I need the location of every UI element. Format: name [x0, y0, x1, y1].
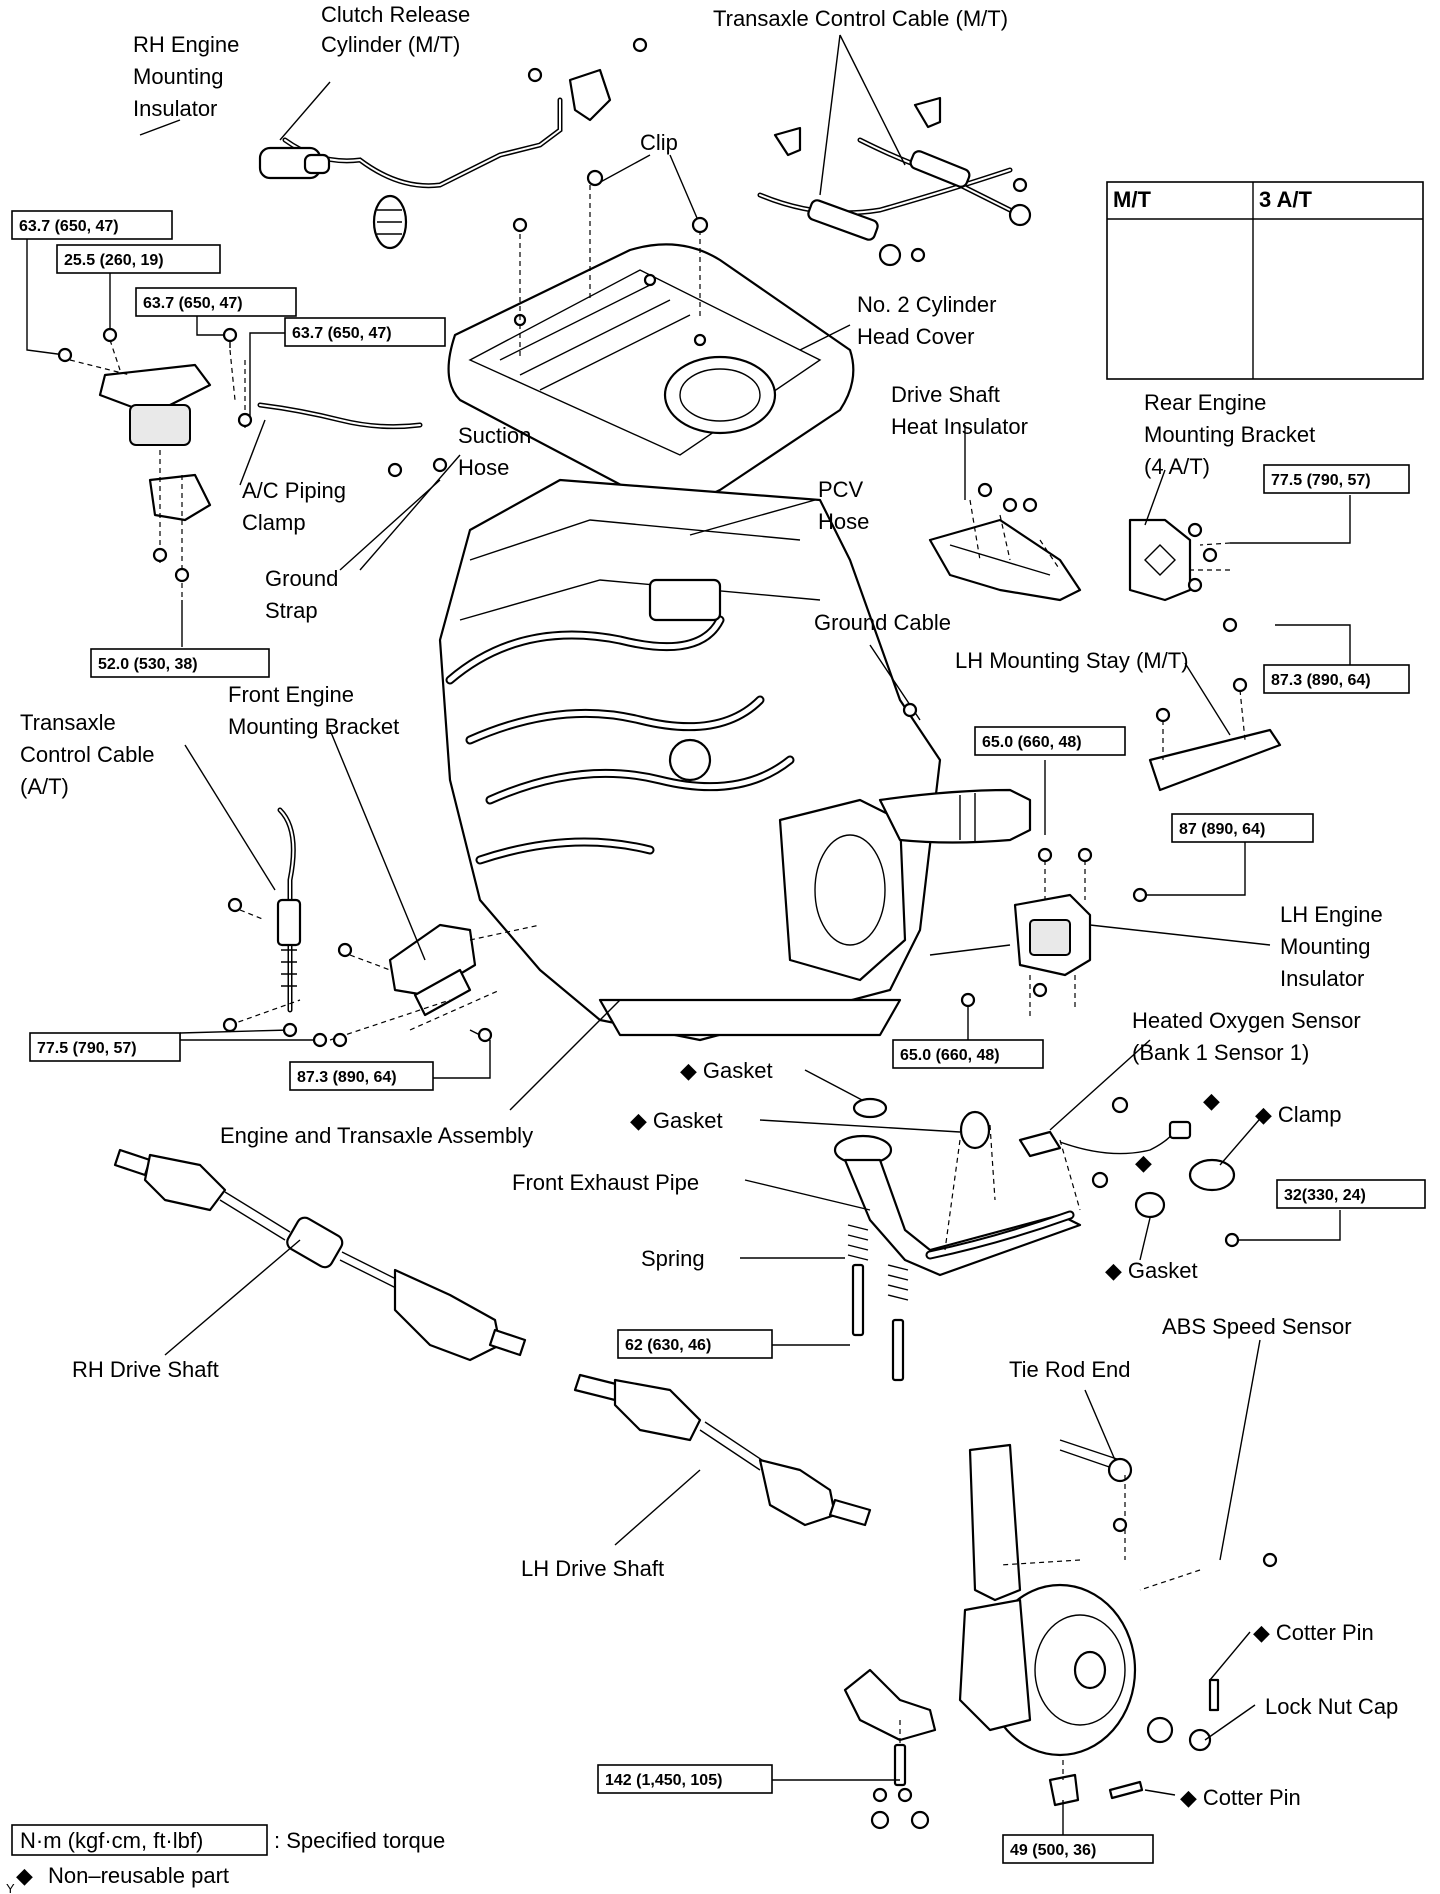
- transaxle-control-cable-at-drawing: [276, 807, 302, 1013]
- legend-nonreusable: Non–reusable part: [48, 1863, 229, 1888]
- torque-32: 32(330, 24): [1276, 1179, 1426, 1209]
- engine-transaxle-assembly-drawing: [438, 478, 1032, 1042]
- label-rear-engine-mounting-bracket: Rear Engine Mounting Bracket (4 A/T): [1144, 390, 1321, 479]
- label-lh-drive-shaft: LH Drive Shaft: [521, 1556, 664, 1581]
- label-clutch-release-cylinder: Clutch Release Cylinder (M/T): [321, 2, 476, 57]
- front-exhaust-pipe-drawing: [833, 1097, 1166, 1277]
- legend-unit-text: : Specified torque: [274, 1828, 445, 1853]
- label-no2-cylinder-head-cover: No. 2 Cylinder Head Cover: [857, 292, 1003, 349]
- label-abs-speed-sensor: ABS Speed Sensor: [1162, 1314, 1352, 1339]
- label-heated-oxygen-sensor: Heated Oxygen Sensor (Bank 1 Sensor 1): [1132, 1008, 1367, 1065]
- legend-unit-box: N·m (kgf·cm, ft·lbf): [20, 1828, 203, 1853]
- front-engine-mounting-bracket-drawing: [388, 923, 477, 1017]
- label-transaxle-control-cable-mt: Transaxle Control Cable (M/T): [713, 6, 1008, 31]
- torque-142: 142 (1,450, 105): [597, 1764, 773, 1794]
- steering-knuckle-drawing: [958, 1439, 1220, 1807]
- label-front-exhaust-pipe: Front Exhaust Pipe: [512, 1170, 699, 1195]
- torque-87: 87 (890, 64): [1171, 813, 1314, 843]
- transaxle-control-cable-mt-drawing: [757, 96, 1032, 267]
- label-spring: Spring: [641, 1246, 705, 1271]
- label-ground-strap: Ground Strap: [265, 566, 345, 623]
- bolts: [57, 37, 1358, 1803]
- torque-49: 49 (500, 36): [1002, 1834, 1154, 1864]
- svg-text:52.0 (530, 38): 52.0 (530, 38): [98, 656, 198, 673]
- label-gasket-2: ◆Gasket: [630, 1108, 723, 1133]
- inset-mt-3at: M/T 3 A/T: [1106, 181, 1424, 380]
- rear-engine-mounting-bracket-drawing: [1128, 518, 1192, 602]
- torque-77-5-b: 77.5 (790, 57): [1263, 464, 1410, 494]
- label-ac-piping-clamp: A/C Piping Clamp: [242, 478, 352, 535]
- heated-oxygen-sensor-drawing: [1018, 1120, 1192, 1158]
- svg-text:77.5 (790, 57): 77.5 (790, 57): [1271, 472, 1371, 489]
- label-engine-and-transaxle-assembly: Engine and Transaxle Assembly: [220, 1123, 533, 1148]
- torque-63-7-a: 63.7 (650, 47): [11, 210, 173, 240]
- torque-62: 62 (630, 46): [617, 1329, 773, 1359]
- torque-87-3-b: 87.3 (890, 64): [1263, 664, 1410, 694]
- legend-diamond: ◆: [16, 1863, 33, 1888]
- svg-text:142 (1,450, 105): 142 (1,450, 105): [605, 1772, 722, 1789]
- label-tie-rod-end: Tie Rod End: [1009, 1357, 1130, 1382]
- label-lh-engine-mounting-insulator: LH Engine Mounting Insulator: [1280, 902, 1389, 991]
- svg-text:63.7 (650, 47): 63.7 (650, 47): [143, 295, 243, 312]
- corner-mark: Y: [6, 1881, 15, 1894]
- torque-77-5-a: 77.5 (790, 57): [29, 1032, 181, 1062]
- torque-25-5: 25.5 (260, 19): [56, 244, 221, 274]
- springs-drawing: [847, 1224, 909, 1382]
- label-cotter-pin-1: ◆Cotter Pin: [1253, 1620, 1374, 1645]
- label-suction-hose: Suction Hose: [458, 423, 538, 480]
- label-clamp: ◆Clamp: [1255, 1102, 1342, 1127]
- svg-text:87.3 (890, 64): 87.3 (890, 64): [297, 1069, 397, 1086]
- svg-text:65.0 (660, 48): 65.0 (660, 48): [982, 734, 1082, 751]
- label-cotter-pin-2: ◆Cotter Pin: [1180, 1785, 1301, 1810]
- svg-text:32(330, 24): 32(330, 24): [1284, 1187, 1366, 1204]
- diamond-marker-b: ◆: [1135, 1150, 1152, 1175]
- rh-drive-shaft-drawing: [113, 1148, 527, 1362]
- label-front-engine-mounting-bracket: Front Engine Mounting Bracket: [228, 682, 399, 739]
- part-labels: RH Engine Mounting Insulator Clutch Rele…: [20, 2, 1398, 1810]
- torque-boxes: 63.7 (650, 47) 25.5 (260, 19) 63.7 (650,…: [11, 210, 1426, 1864]
- lower-arm-drawing: [843, 1668, 937, 1830]
- torque-65-0-b: 65.0 (660, 48): [892, 1039, 1044, 1069]
- torque-87-3-a: 87.3 (890, 64): [289, 1061, 434, 1091]
- label-clip: Clip: [640, 130, 678, 155]
- cylinder-head-cover-drawing: [447, 243, 855, 503]
- clutch-release-cylinder-drawing: [258, 68, 612, 250]
- leader-lines: [26, 34, 1351, 1835]
- svg-text:65.0 (660, 48): 65.0 (660, 48): [900, 1047, 1000, 1064]
- label-pcv-hose: PCV Hose: [818, 477, 869, 534]
- lh-drive-shaft-drawing: [573, 1373, 872, 1527]
- lh-mounting-stay-drawing: [1148, 728, 1282, 792]
- svg-text:77.5 (790, 57): 77.5 (790, 57): [37, 1040, 137, 1057]
- torque-63-7-c: 63.7 (650, 47): [284, 317, 446, 347]
- inset-3at-label: 3 A/T: [1259, 187, 1313, 212]
- svg-text:87.3 (890, 64): 87.3 (890, 64): [1271, 672, 1371, 689]
- diamond-marker-a: ◆: [1203, 1088, 1220, 1113]
- clamp-drawing: [1188, 1158, 1236, 1192]
- lh-engine-mounting-insulator-drawing: [929, 893, 1092, 977]
- label-drive-shaft-heat-insulator: Drive Shaft Heat Insulator: [891, 382, 1028, 439]
- torque-63-7-b: 63.7 (650, 47): [135, 287, 297, 317]
- rh-engine-mounting-insulator-drawing: [98, 363, 423, 522]
- torque-52-0: 52.0 (530, 38): [90, 648, 270, 678]
- label-lock-nut-cap: Lock Nut Cap: [1265, 1694, 1398, 1719]
- svg-text:49 (500, 36): 49 (500, 36): [1010, 1842, 1096, 1859]
- label-rh-drive-shaft: RH Drive Shaft: [72, 1357, 219, 1382]
- label-gasket-3: ◆Gasket: [1105, 1258, 1198, 1283]
- legend: N·m (kgf·cm, ft·lbf) : Specified torque …: [6, 1824, 445, 1894]
- inset-mt-label: M/T: [1113, 187, 1151, 212]
- drive-shaft-heat-insulator-drawing: [928, 518, 1082, 602]
- label-gasket-1: ◆Gasket: [680, 1058, 773, 1083]
- label-transaxle-control-cable-at: Transaxle Control Cable (A/T): [20, 710, 161, 799]
- torque-65-0-a: 65.0 (660, 48): [974, 726, 1126, 756]
- svg-text:63.7 (650, 47): 63.7 (650, 47): [292, 325, 392, 342]
- svg-text:63.7 (650, 47): 63.7 (650, 47): [19, 218, 119, 235]
- svg-text:25.5 (260, 19): 25.5 (260, 19): [64, 252, 164, 269]
- label-lh-mounting-stay: LH Mounting Stay (M/T): [955, 648, 1189, 673]
- label-rh-engine-mounting-insulator: RH Engine Mounting Insulator: [133, 32, 246, 121]
- label-ground-cable: Ground Cable: [814, 610, 951, 635]
- svg-text:87 (890, 64): 87 (890, 64): [1179, 821, 1265, 838]
- svg-text:62 (630, 46): 62 (630, 46): [625, 1337, 711, 1354]
